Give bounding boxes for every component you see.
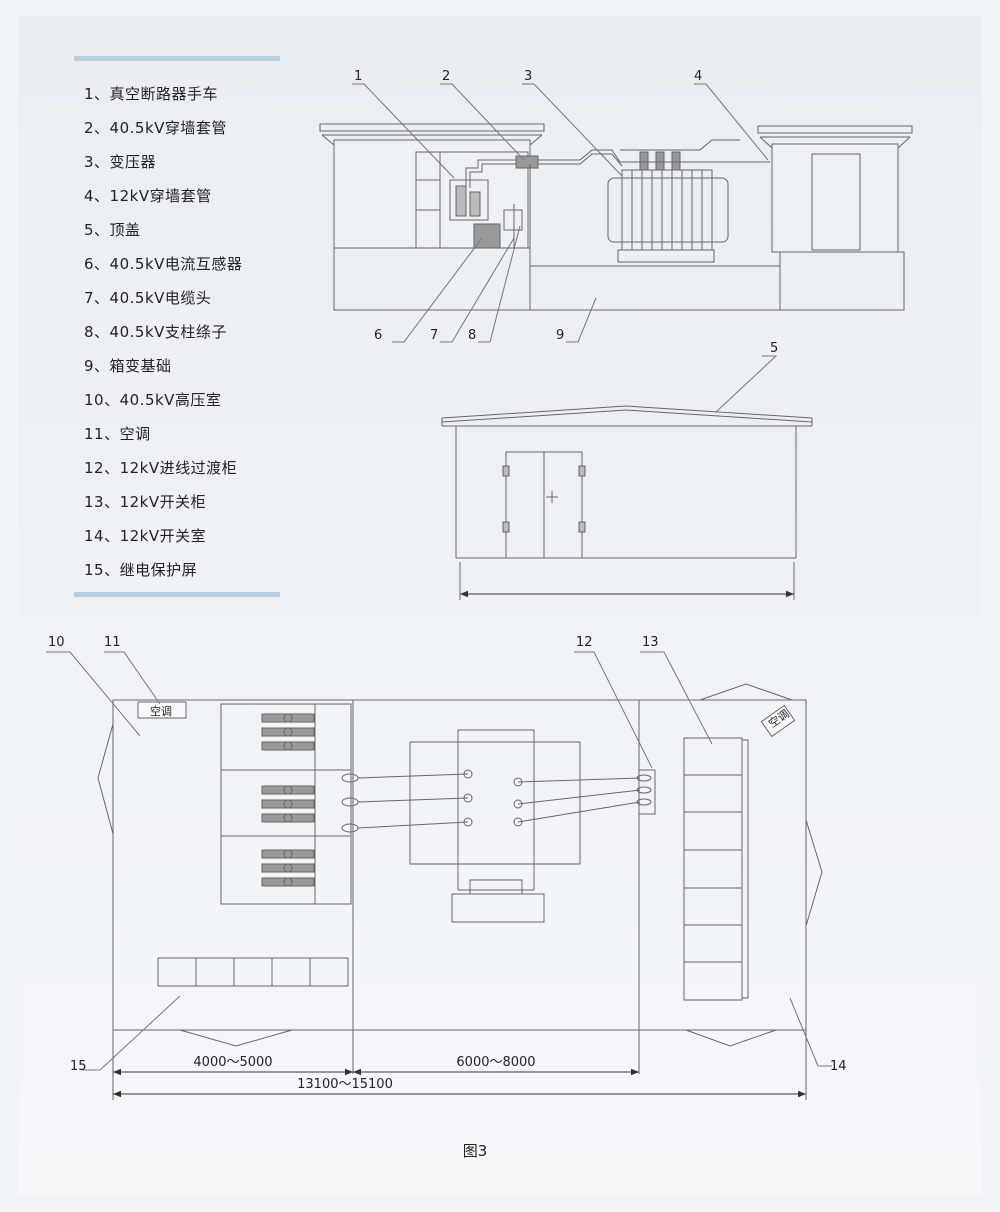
legend-item: 4、12kV穿墙套管 (84, 187, 212, 205)
front-elevation-view (441, 405, 813, 600)
legend-item: 8、40.5kV支柱绦子 (84, 323, 227, 341)
callout-4: 4 (694, 69, 702, 84)
legend-item: 9、箱变基础 (84, 357, 172, 375)
legend-item: 1、真空断路器手车 (84, 85, 219, 103)
dimension-middle-label: 6000～8000 (456, 1055, 535, 1070)
legend-list: 1、真空断路器手车 2、40.5kV穿墙套管 3、变压器 4、12kV穿墙套管 … (84, 84, 242, 594)
callout-7: 7 (430, 328, 438, 343)
callout-2: 2 (442, 69, 450, 84)
callout-9: 9 (556, 328, 564, 343)
callout-3: 3 (524, 69, 532, 84)
legend-item: 7、40.5kV电缆头 (84, 289, 212, 307)
ac-label: 空调 (150, 704, 172, 718)
figure-caption: 图3 (463, 1142, 488, 1160)
callout-6: 6 (374, 328, 382, 343)
callout-1: 1 (354, 69, 362, 84)
callout-11: 11 (104, 635, 121, 650)
legend-item: 5、顶盖 (84, 221, 141, 239)
leader-lines (46, 83, 832, 1071)
dimension-left-label: 4000～5000 (193, 1055, 272, 1070)
legend-item: 11、空调 (84, 425, 151, 443)
side-elevation-view (319, 123, 913, 311)
callout-8: 8 (468, 328, 476, 343)
legend-item: 12、12kV进线过渡柜 (84, 459, 238, 477)
legend-item: 3、变压器 (84, 153, 157, 171)
legend-top-rule (74, 56, 280, 61)
legend-item: 15、继电保护屏 (84, 561, 198, 579)
callout-10: 10 (48, 635, 65, 650)
callout-5: 5 (770, 341, 778, 356)
legend-item: 10、40.5kV高压室 (84, 391, 222, 409)
dimension-total-label: 13100～15100 (297, 1077, 393, 1092)
legend-bottom-rule (74, 592, 280, 597)
callout-15: 15 (70, 1059, 87, 1074)
legend-item: 13、12kV开关柜 (84, 493, 207, 511)
callout-13: 13 (642, 635, 659, 650)
callout-14: 14 (830, 1059, 847, 1074)
legend-item: 2、40.5kV穿墙套管 (84, 119, 227, 137)
plan-view (97, 683, 823, 1100)
callout-12: 12 (576, 635, 593, 650)
legend-item: 14、12kV开关室 (84, 527, 207, 545)
legend-item: 6、40.5kV电流互感器 (84, 255, 243, 273)
